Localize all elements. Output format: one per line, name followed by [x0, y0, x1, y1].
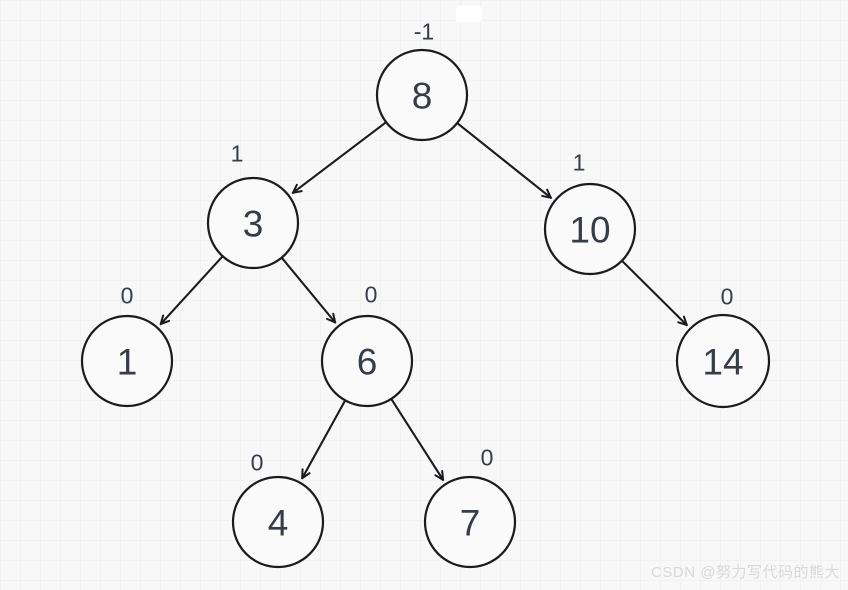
edge-n3-n1 [159, 255, 224, 326]
tree-node-10: 10 1 [543, 149, 637, 276]
node-value: 7 [460, 502, 481, 543]
balance-factor-label: 0 [365, 281, 378, 307]
node-circle-3 [206, 176, 300, 270]
watermark: CSDN @努力写代码的熊大 [651, 564, 840, 581]
node-circle-6 [320, 314, 414, 408]
edge-n6-n4 [301, 399, 347, 480]
tree-node-14: 14 0 [675, 283, 771, 409]
node-circle-7 [423, 475, 517, 569]
balance-factor-label: 0 [721, 283, 734, 309]
edge-n10-n14 [620, 259, 688, 327]
edge-n6-n7 [390, 397, 445, 481]
node-circle-10 [543, 182, 637, 276]
node-value: 10 [569, 209, 610, 250]
tree-node-8: 8 -1 [375, 18, 469, 142]
edge-n8-n3 [291, 121, 388, 194]
node-circle-8 [375, 48, 469, 142]
balance-factor-label: 1 [231, 140, 244, 166]
balance-factor-label: -1 [414, 18, 434, 44]
tree-node-3: 31 [206, 140, 300, 270]
balance-factor-label: 0 [121, 282, 134, 308]
edge-n8-n10 [456, 122, 552, 199]
node-value: 3 [243, 203, 264, 244]
node-value: 8 [412, 75, 433, 116]
tree-node-7: 70 [423, 444, 517, 569]
tree-node-4: 40 [231, 449, 325, 569]
node-value: 6 [357, 341, 378, 382]
balance-factor-label: 0 [251, 449, 264, 475]
balance-factor-label: 0 [481, 444, 494, 470]
node-value: 1 [117, 341, 138, 382]
node-circle-4 [231, 475, 325, 569]
edge-n3-n6 [280, 256, 337, 324]
balance-factor-label: 1 [573, 149, 586, 175]
edges-layer [159, 121, 688, 481]
white-highlight-artifact [456, 6, 482, 22]
tree-node-1: 10 [80, 282, 174, 408]
tree-node-6: 60 [320, 281, 414, 408]
node-circle-14 [675, 313, 771, 409]
node-circle-1 [80, 314, 174, 408]
node-value: 4 [268, 502, 289, 543]
node-value: 14 [702, 341, 743, 382]
